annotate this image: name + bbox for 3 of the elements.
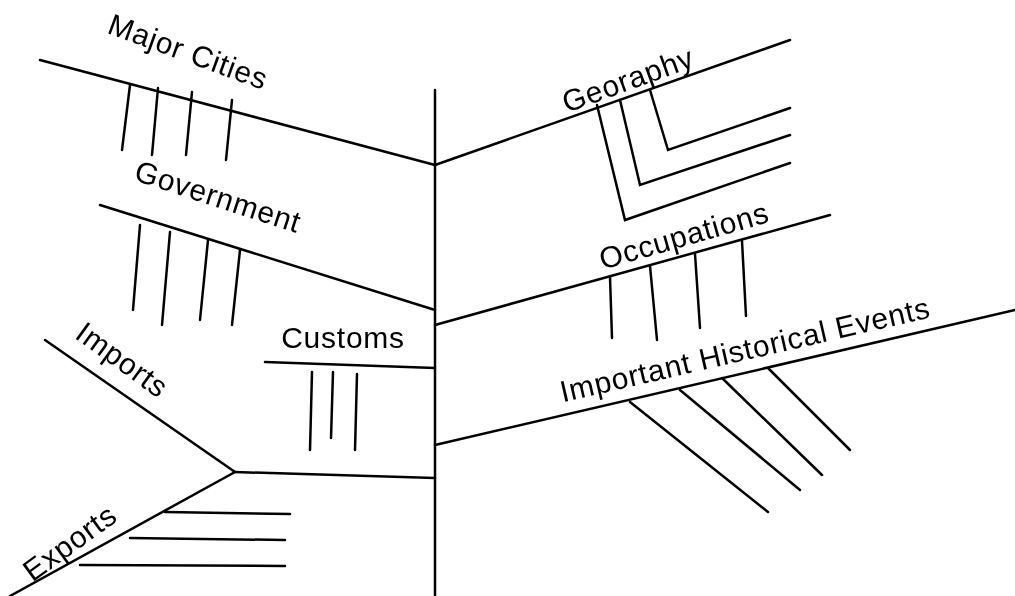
branch-label: Major Cities bbox=[104, 9, 272, 95]
branch-label: Important Historical Events bbox=[557, 292, 933, 408]
branch-label: Customs bbox=[281, 323, 405, 353]
